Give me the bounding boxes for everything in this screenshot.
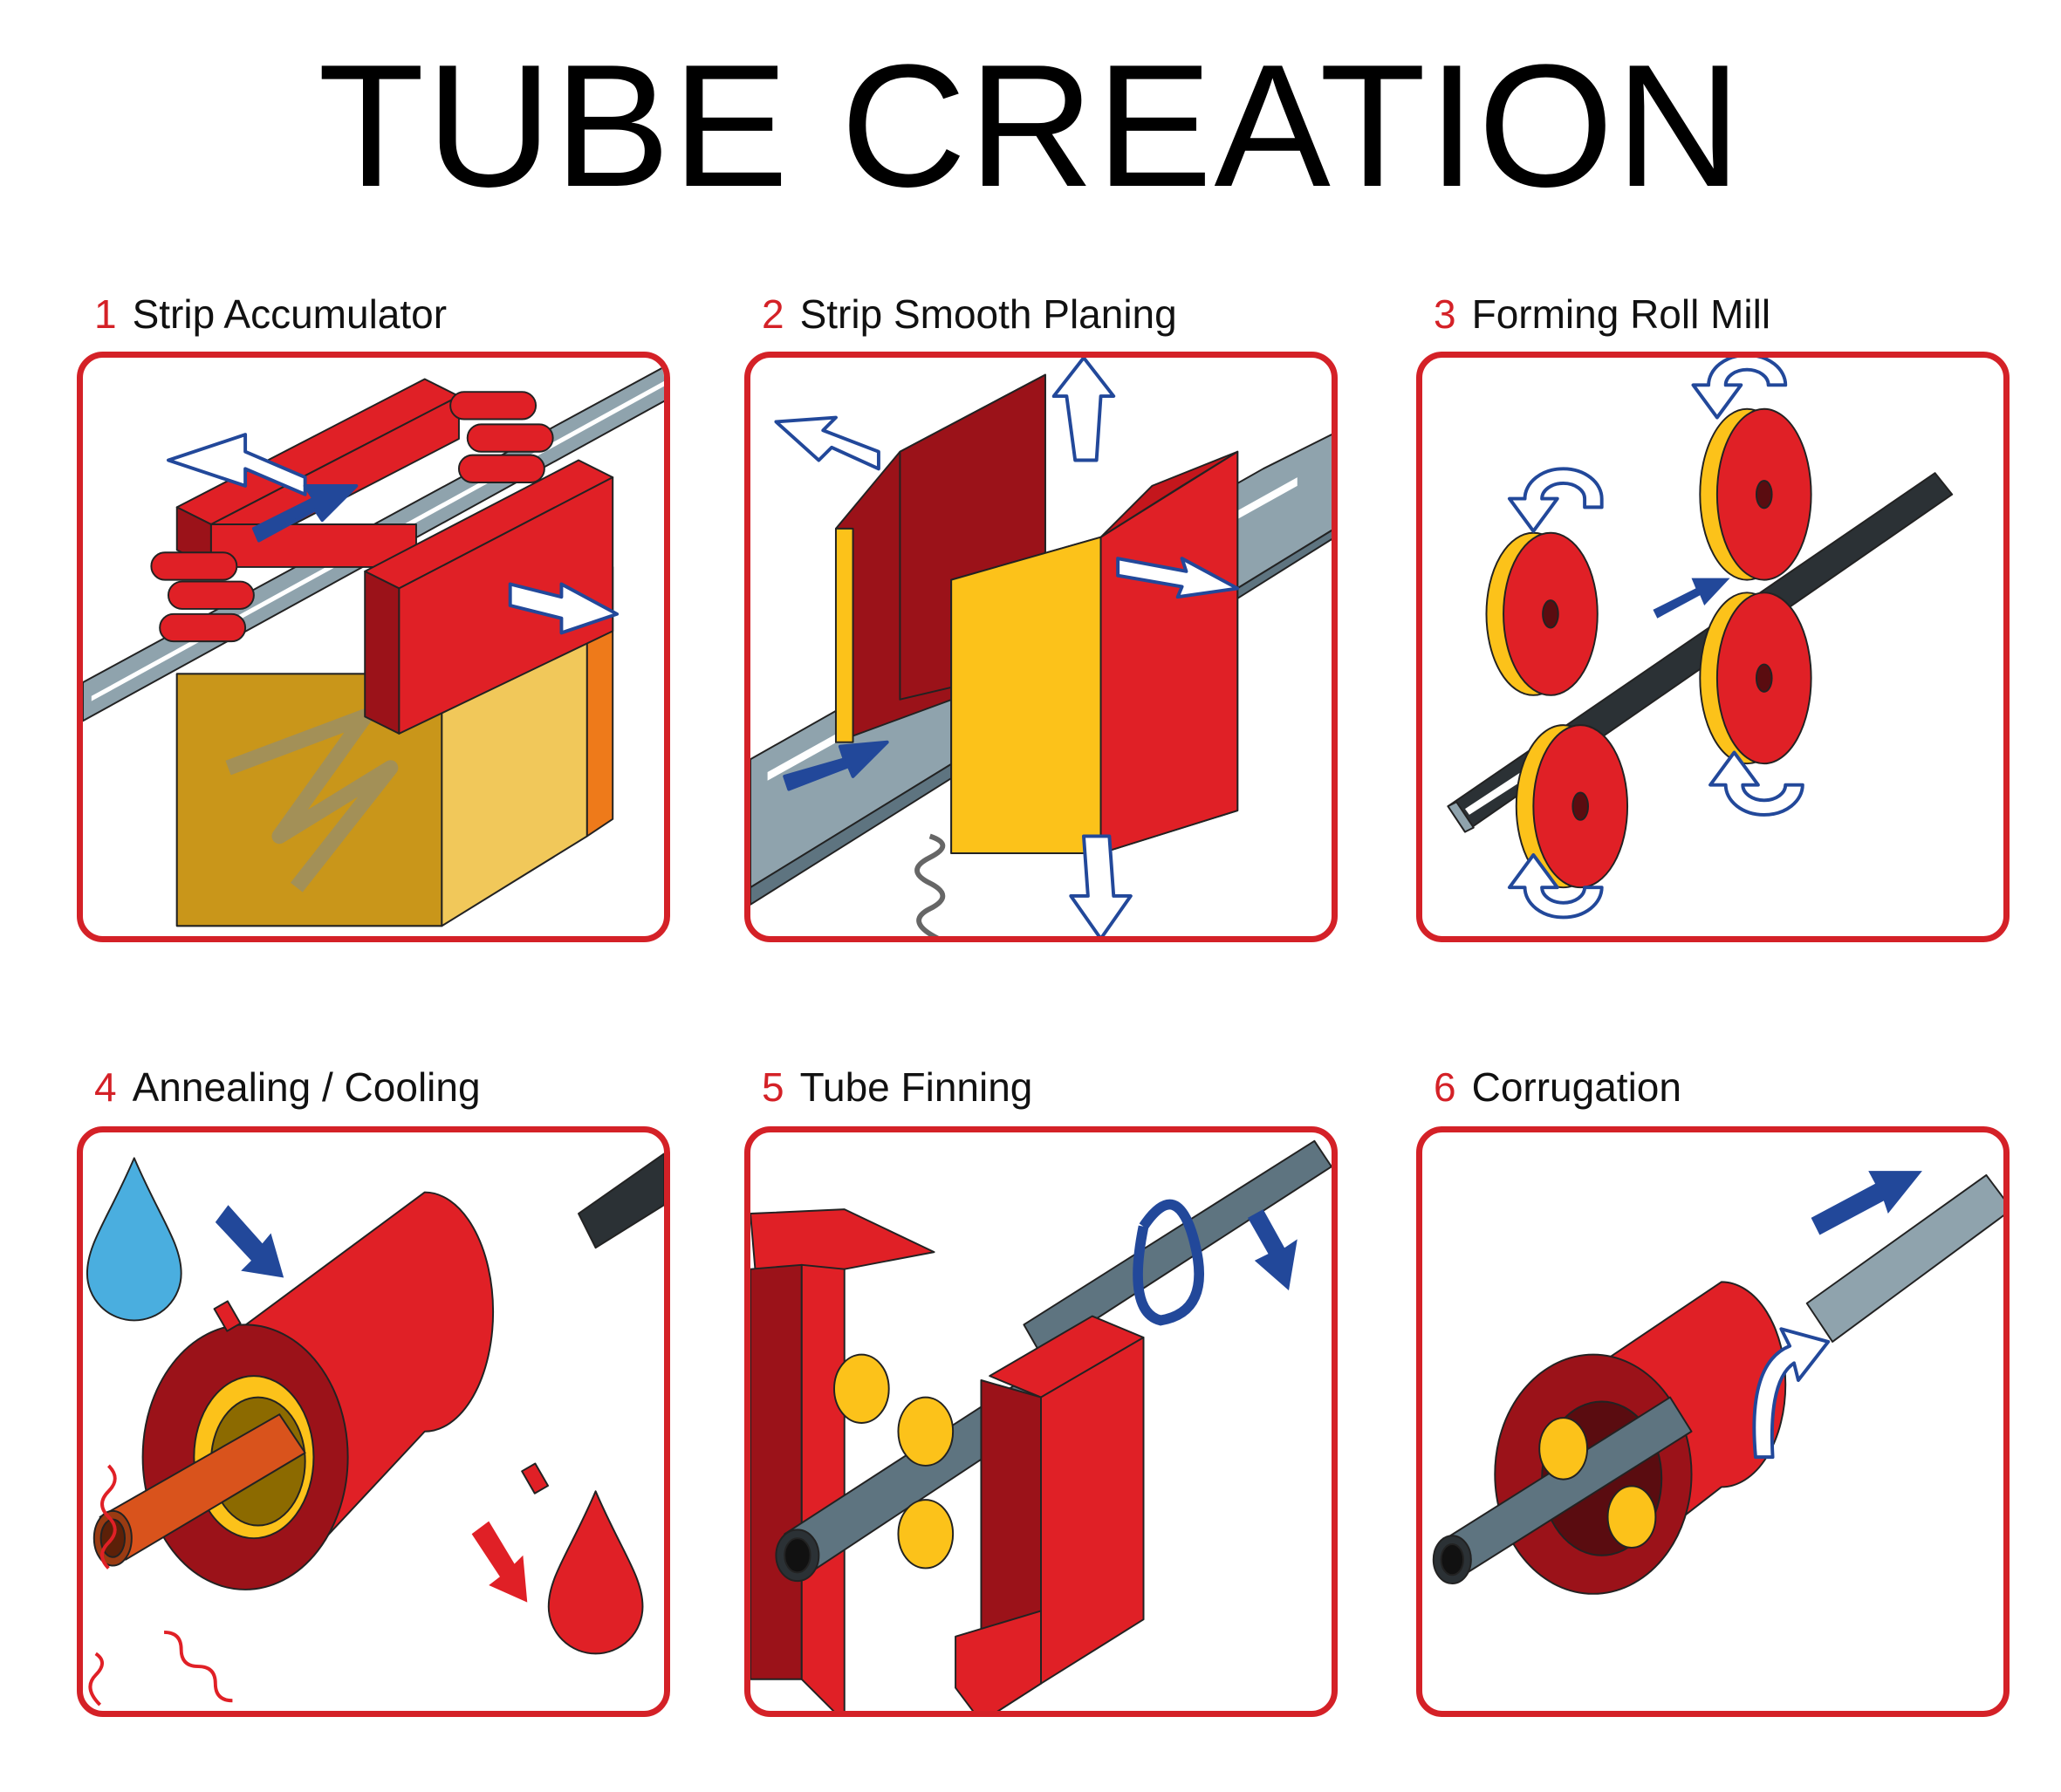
tube-finning-illustration [750,1139,1332,1711]
annealing-cooling-panel [77,1126,670,1717]
strip-smooth-planing-panel [744,352,1338,942]
step-5-title: Tube Finning [799,1064,1033,1110]
step-3-label: 3 Forming Roll Mill [1434,290,1770,339]
strip-accumulator-panel [77,352,670,942]
forming-roll-mill-illustration [1447,358,1954,920]
step-2-label: 2 Strip Smooth Planing [762,290,1177,339]
forming-roll-mill-panel [1416,352,2010,942]
strip-smooth-planing-illustration [750,358,1332,936]
step-5-label: 5 Tube Finning [762,1063,1032,1111]
corrugation-panel [1416,1126,2010,1717]
step-2-title: Strip Smooth Planing [799,291,1177,337]
step-6-number: 6 [1434,1064,1456,1110]
step-4-label: 4 Annealing / Cooling [94,1063,481,1111]
step-1-number: 1 [94,291,117,337]
corrugation-illustration [1432,1171,2003,1595]
step-1-label: 1 Strip Accumulator [94,290,447,339]
step-6-label: 6 Corrugation [1434,1063,1681,1111]
step-1-title: Strip Accumulator [132,291,448,337]
step-3-title: Forming Roll Mill [1471,291,1771,337]
step-5-number: 5 [762,1064,784,1110]
strip-accumulator-illustration [83,366,664,927]
annealing-cooling-illustration [86,1152,664,1707]
page-title: TUBE CREATION [318,29,1743,223]
step-6-title: Corrugation [1471,1064,1681,1110]
step-3-number: 3 [1434,291,1456,337]
step-2-number: 2 [762,291,784,337]
step-4-number: 4 [94,1064,117,1110]
tube-finning-panel [744,1126,1338,1717]
step-4-title: Annealing / Cooling [132,1064,481,1110]
